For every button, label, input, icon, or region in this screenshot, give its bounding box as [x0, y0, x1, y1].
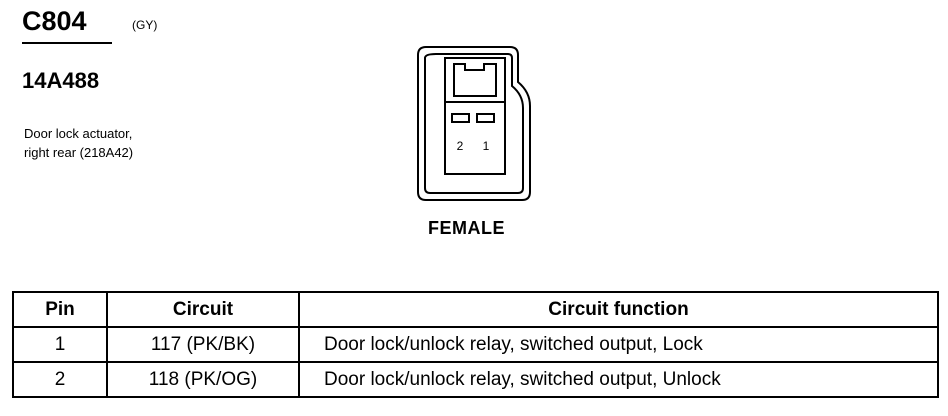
table-row: 2 118 (PK/OG) Door lock/unlock relay, sw…	[12, 361, 939, 398]
cell-circuit: 117 (PK/BK)	[106, 326, 300, 363]
cell-circuit-function: Door lock/unlock relay, switched output,…	[298, 361, 939, 398]
pin-label-2: 2	[457, 139, 464, 153]
description-line-2: right rear (218A42)	[24, 145, 134, 160]
connector-gender-label: FEMALE	[428, 218, 505, 238]
pin-label-1: 1	[483, 139, 490, 153]
connector-id-underline	[22, 42, 112, 44]
pin-table: Pin Circuit Circuit function 1 117 (PK/B…	[12, 291, 939, 398]
connector-description: Door lock actuator, right rear (218A42)	[24, 124, 133, 162]
part-number: 14A488	[22, 68, 100, 93]
table-row: 1 117 (PK/BK) Door lock/unlock relay, sw…	[12, 326, 939, 363]
connector-pin-block	[444, 101, 506, 175]
connector-id: C804	[22, 6, 87, 36]
description-line-1: Door lock actuator,	[24, 126, 133, 141]
connector-housing-outer	[417, 46, 531, 201]
pin-cavity-1	[476, 113, 495, 123]
header-circuit-function: Circuit function	[298, 291, 939, 328]
cell-circuit: 118 (PK/OG)	[106, 361, 300, 398]
cell-pin: 1	[12, 326, 108, 363]
connector-latch-tab	[453, 63, 497, 97]
connector-face-diagram: 2 1	[417, 46, 531, 201]
pin-cavity-2	[451, 113, 470, 123]
cell-circuit-function: Door lock/unlock relay, switched output,…	[298, 326, 939, 363]
pin-table-header-row: Pin Circuit Circuit function	[12, 291, 939, 328]
cell-pin: 2	[12, 361, 108, 398]
header-circuit: Circuit	[106, 291, 300, 328]
connector-housing-inner	[424, 53, 524, 194]
header-pin: Pin	[12, 291, 108, 328]
connector-color-code: (GY)	[132, 18, 158, 32]
